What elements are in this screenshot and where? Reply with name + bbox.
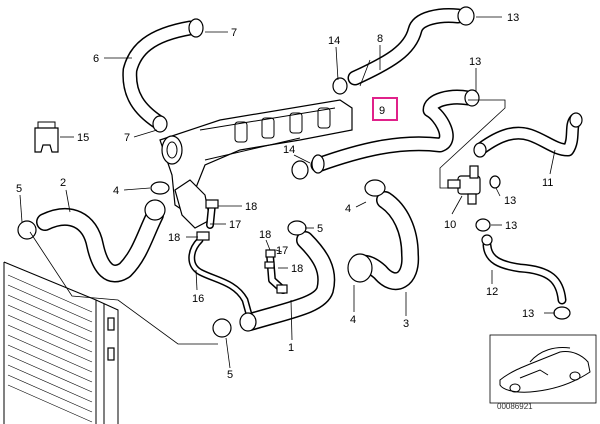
callout-5: 5 [227,369,233,381]
callout-4: 4 [350,314,356,326]
callout-14: 14 [328,35,340,47]
callout-4: 4 [113,185,119,197]
radiator [3,261,119,424]
callout-13: 13 [469,56,481,68]
callout-14: 14 [283,144,295,156]
callout-7: 7 [124,132,130,144]
callout-13: 13 [504,195,516,207]
callout-18: 18 [291,263,303,275]
callout-18: 18 [245,201,257,213]
callout-labels: 7 6 7 15 5 2 4 18 17 18 16 18 17 18 1 5 … [16,12,553,381]
callout-17: 17 [229,219,241,231]
callout-8: 8 [377,33,383,45]
callout-6: 6 [93,53,99,65]
valve-10 [447,165,481,205]
callout-4: 4 [345,203,351,215]
document-number: 00086921 [497,402,533,411]
callout-16: 16 [192,293,204,305]
callout-7: 7 [231,27,237,39]
callout-2: 2 [60,177,66,189]
callout-17: 17 [276,245,288,257]
leader-lines [19,16,556,369]
callout-9: 9 [379,105,385,117]
callout-10: 10 [444,219,456,231]
car-thumbnail [489,334,597,404]
highlight-box-9 [372,97,398,121]
bracket-15 [34,121,59,153]
callout-11: 11 [542,177,553,189]
callout-18: 18 [168,232,180,244]
callout-13: 13 [522,308,534,320]
callout-5: 5 [16,183,22,195]
callout-1: 1 [288,342,294,354]
callout-12: 12 [486,286,498,298]
callout-18: 18 [259,229,271,241]
callout-15: 15 [77,132,89,144]
hoses [36,8,582,331]
callout-3: 3 [403,318,409,330]
callout-13: 13 [505,220,517,232]
callout-5: 5 [317,223,323,235]
callout-13: 13 [507,12,519,24]
coolant-manifold [159,99,353,229]
